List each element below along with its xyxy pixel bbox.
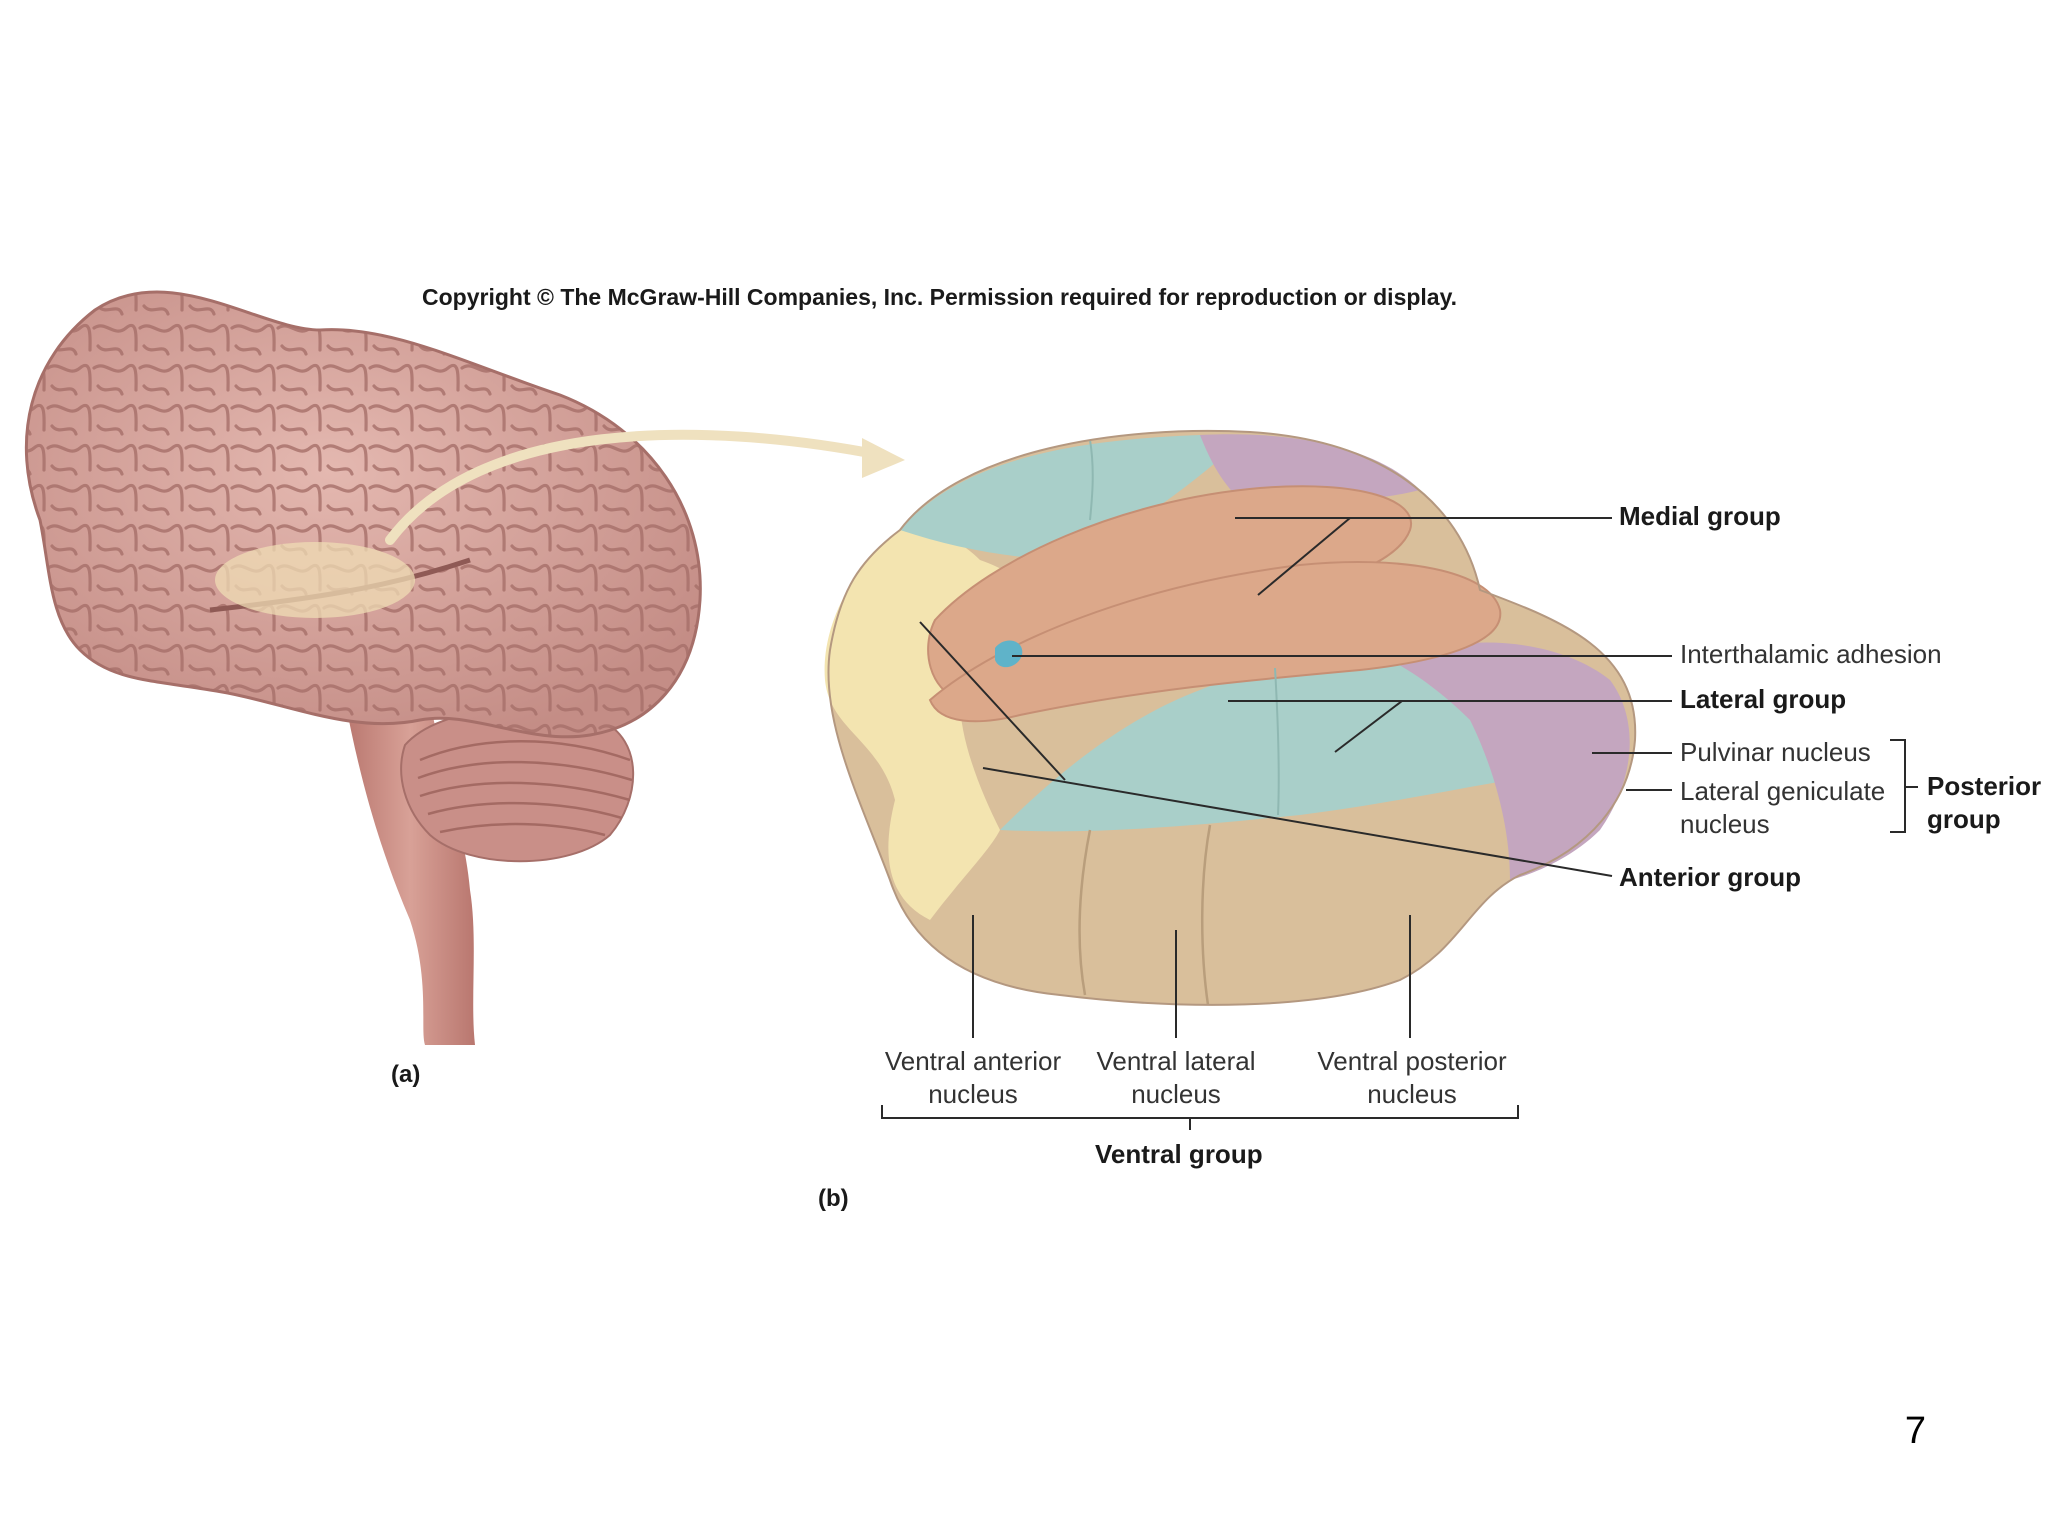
label-medial-group: Medial group: [1619, 500, 1781, 533]
page-number: 7: [1905, 1410, 1926, 1453]
label-ventral-group: Ventral group: [1095, 1138, 1263, 1171]
label-ventral-anterior-nucleus: Ventral anterior nucleus: [868, 1045, 1078, 1111]
label-lateral-geniculate-line1: Lateral geniculate: [1680, 775, 1885, 808]
panel-label-a: (a): [391, 1058, 420, 1091]
label-ventral-anterior-line2: nucleus: [868, 1078, 1078, 1111]
posterior-bracket: [1890, 740, 1918, 832]
label-anterior-group: Anterior group: [1619, 861, 1801, 894]
label-interthalamic-adhesion: Interthalamic adhesion: [1680, 638, 1942, 671]
label-ventral-lateral-nucleus: Ventral lateral nucleus: [1078, 1045, 1274, 1111]
label-posterior-group-line2: group: [1927, 803, 2041, 836]
panel-label-b: (b): [818, 1182, 849, 1215]
label-posterior-group-line1: Posterior: [1927, 770, 2041, 803]
label-pulvinar-nucleus: Pulvinar nucleus: [1680, 736, 1871, 769]
label-ventral-posterior-line1: Ventral posterior: [1300, 1045, 1524, 1078]
thalamus-illustration: [825, 431, 1636, 1005]
label-ventral-anterior-line1: Ventral anterior: [868, 1045, 1078, 1078]
label-posterior-group: Posterior group: [1927, 770, 2041, 836]
label-lateral-geniculate-nucleus: Lateral geniculate nucleus: [1680, 775, 1885, 841]
label-lateral-group: Lateral group: [1680, 683, 1846, 716]
label-lateral-geniculate-line2: nucleus: [1680, 808, 1885, 841]
brain-illustration: [26, 292, 905, 1045]
thalamus-highlight: [215, 542, 415, 618]
label-ventral-lateral-line2: nucleus: [1078, 1078, 1274, 1111]
arrowhead: [862, 438, 905, 478]
label-ventral-lateral-line1: Ventral lateral: [1078, 1045, 1274, 1078]
label-ventral-posterior-nucleus: Ventral posterior nucleus: [1300, 1045, 1524, 1111]
label-ventral-posterior-line2: nucleus: [1300, 1078, 1524, 1111]
